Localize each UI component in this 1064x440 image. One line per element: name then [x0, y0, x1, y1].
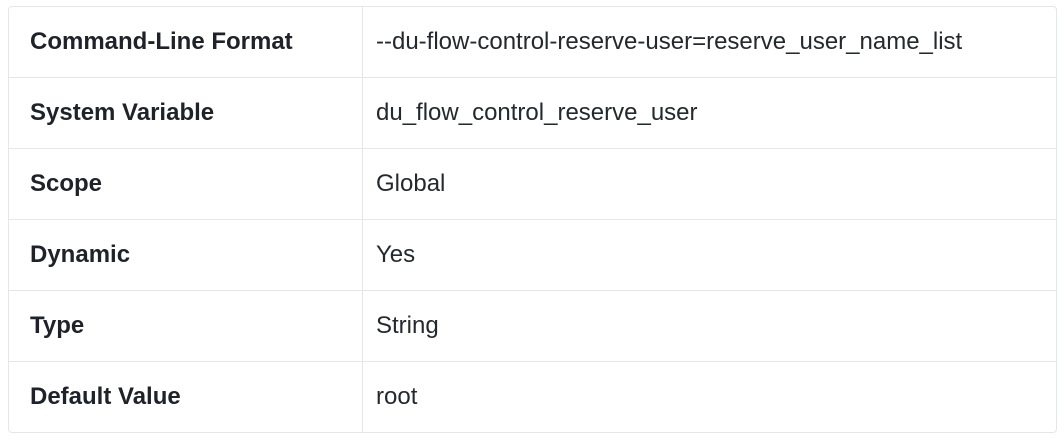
- table-row-system-variable: System Variable du_flow_control_reserve_…: [9, 78, 1056, 149]
- row-value: Global: [376, 169, 446, 197]
- row-value: Yes: [376, 240, 416, 268]
- table-row-dynamic: Dynamic Yes: [9, 220, 1056, 291]
- row-value: root: [376, 382, 418, 410]
- table-row-scope: Scope Global: [9, 149, 1056, 220]
- row-label: Command-Line Format: [9, 7, 363, 77]
- row-label: Default Value: [9, 362, 363, 432]
- table-row-default-value: Default Value root: [9, 362, 1056, 432]
- row-value: --du-flow-control-reserve-user=reserve_u…: [376, 27, 963, 55]
- row-label: Dynamic: [9, 220, 363, 290]
- row-value: String: [376, 311, 439, 339]
- system-variable-spec-table: Command-Line Format --du-flow-control-re…: [8, 6, 1057, 433]
- table-row-command-line-format: Command-Line Format --du-flow-control-re…: [9, 7, 1056, 78]
- row-value: du_flow_control_reserve_user: [376, 98, 698, 126]
- row-label: Type: [9, 291, 363, 361]
- row-label: System Variable: [9, 78, 363, 148]
- row-label: Scope: [9, 149, 363, 219]
- table-row-type: Type String: [9, 291, 1056, 362]
